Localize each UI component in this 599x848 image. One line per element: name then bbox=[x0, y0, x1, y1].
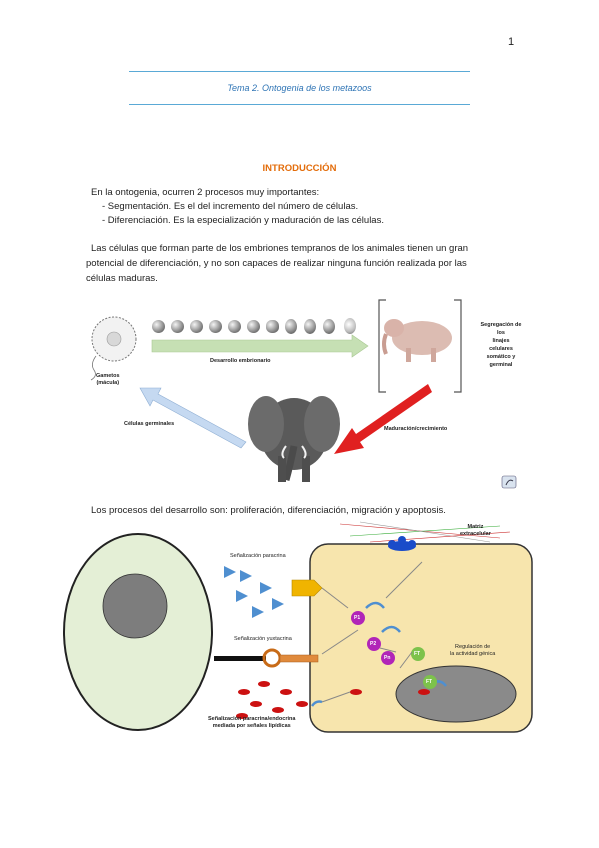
embryo-stage bbox=[344, 318, 356, 334]
development-cycle-diagram bbox=[90, 299, 517, 489]
intro-bullet-segmentation: - Segmentación. Es el del incremento del… bbox=[102, 201, 359, 212]
segregation-label-line: los bbox=[497, 330, 505, 336]
embryo-stage bbox=[171, 320, 184, 333]
gametes-label-line: (mácula) bbox=[96, 380, 120, 386]
embryo-stage bbox=[190, 320, 203, 333]
paracrine-ligands bbox=[224, 566, 284, 618]
intro-line: En la ontogenia, ocurren 2 procesos muy … bbox=[91, 187, 320, 198]
target-cell-nucleus bbox=[395, 665, 517, 723]
maturation-arrow bbox=[334, 384, 432, 454]
embryo-stage bbox=[285, 319, 297, 334]
paragraph-line: Las células que forman parte de los embr… bbox=[91, 243, 469, 254]
segregation-label-line: celulares bbox=[489, 346, 513, 352]
lipid-signaling-label: Señalización paracrina/endocrina mediada… bbox=[208, 716, 295, 730]
matrix-label-line: extracelular bbox=[460, 531, 491, 537]
lipid-signals bbox=[236, 681, 430, 719]
gametes-label: Gametos (mácula) bbox=[96, 373, 120, 387]
cell-signaling-diagram bbox=[63, 521, 533, 733]
juxtacrine-label: Señalización yuxtacrina bbox=[234, 636, 292, 642]
protein-pn-label: Pn bbox=[384, 655, 391, 661]
development-cycle-figure: Gametos (mácula) Desarrollo embrionario … bbox=[66, 296, 536, 492]
signal-arrows bbox=[321, 561, 423, 703]
intro-bullet-differentiation: - Diferenciación. Es la especialización … bbox=[102, 215, 384, 226]
lipid-signaling-label-line: Señalización paracrina/endocrina bbox=[208, 716, 296, 722]
development-label: Desarrollo embrionario bbox=[210, 358, 271, 364]
embryo-stage bbox=[247, 320, 260, 333]
matrix-label: Matriz extracelular bbox=[460, 524, 491, 538]
gene-regulation-label-line: Regulación de bbox=[455, 644, 491, 650]
page-number: 1 bbox=[508, 36, 515, 48]
embryo-stage bbox=[304, 319, 316, 334]
embryo-stage bbox=[266, 320, 279, 333]
embryo-stage bbox=[152, 320, 165, 333]
protein-p1-label: P1 bbox=[354, 615, 361, 621]
maturation-label: Maduración/crecimiento bbox=[384, 426, 448, 432]
publisher-logo bbox=[501, 475, 517, 489]
header-rule-top bbox=[129, 71, 470, 72]
signaling-proteins bbox=[351, 611, 395, 665]
paragraph-line: células maduras. bbox=[86, 273, 158, 284]
transcription-factor bbox=[423, 675, 437, 689]
segregation-label-line: somático y bbox=[486, 354, 516, 360]
header-rule-bottom bbox=[129, 104, 470, 105]
lipid-signaling-label-line: mediada por señales lipídicas bbox=[212, 723, 291, 729]
signaling-cell-nucleus bbox=[102, 573, 168, 639]
matrix-label-line: Matriz bbox=[467, 524, 484, 530]
juxtacrine-receptor bbox=[262, 648, 282, 668]
development-arrow bbox=[151, 334, 369, 358]
germ-cells-arrow bbox=[139, 387, 247, 449]
transcription-factor-label: FT bbox=[426, 679, 433, 685]
juxtacrine-ligand bbox=[214, 656, 266, 661]
paracrine-receptor bbox=[291, 579, 323, 597]
embryo-stage bbox=[323, 319, 335, 334]
section-title: INTRODUCCIÓN bbox=[262, 163, 337, 174]
gametes-label-line: Gametos bbox=[96, 373, 120, 379]
segregation-label-line: linajes bbox=[492, 338, 510, 344]
gene-regulation-label-line: la actividad génica bbox=[450, 651, 496, 657]
matrix-receptor bbox=[388, 536, 416, 551]
embryo-stage bbox=[228, 320, 241, 333]
segregation-label: Segregación de los linajes celulares som… bbox=[466, 321, 536, 369]
cell-signaling-figure: Matriz extracelular Señalización paracri… bbox=[60, 520, 538, 740]
gamete-cell bbox=[90, 316, 137, 381]
fetus-illustration bbox=[382, 319, 452, 362]
gene-regulation-label: Regulación de la actividad génica bbox=[450, 644, 495, 658]
transcription-factor-label: FT bbox=[414, 651, 421, 657]
segregation-label-line: germinal bbox=[489, 362, 513, 368]
protein-p2-label: P2 bbox=[370, 641, 377, 647]
embryo-stage bbox=[209, 320, 222, 333]
segregation-bracket bbox=[378, 299, 386, 393]
paragraph-line: potencial de diferenciación, y no son ca… bbox=[86, 258, 467, 269]
germ-cells-label: Células germinales bbox=[124, 421, 175, 427]
header-title: Tema 2. Ontogenia de los metazoos bbox=[227, 83, 372, 93]
segregation-label-line: Segregación de bbox=[480, 322, 522, 328]
paragraph-line: Los procesos del desarrollo son: prolife… bbox=[91, 505, 446, 516]
paracrine-label: Señalización paracrina bbox=[230, 553, 286, 559]
transcription-factor bbox=[411, 647, 425, 661]
extracellular-matrix bbox=[339, 521, 511, 543]
elephant-illustration bbox=[248, 396, 340, 482]
